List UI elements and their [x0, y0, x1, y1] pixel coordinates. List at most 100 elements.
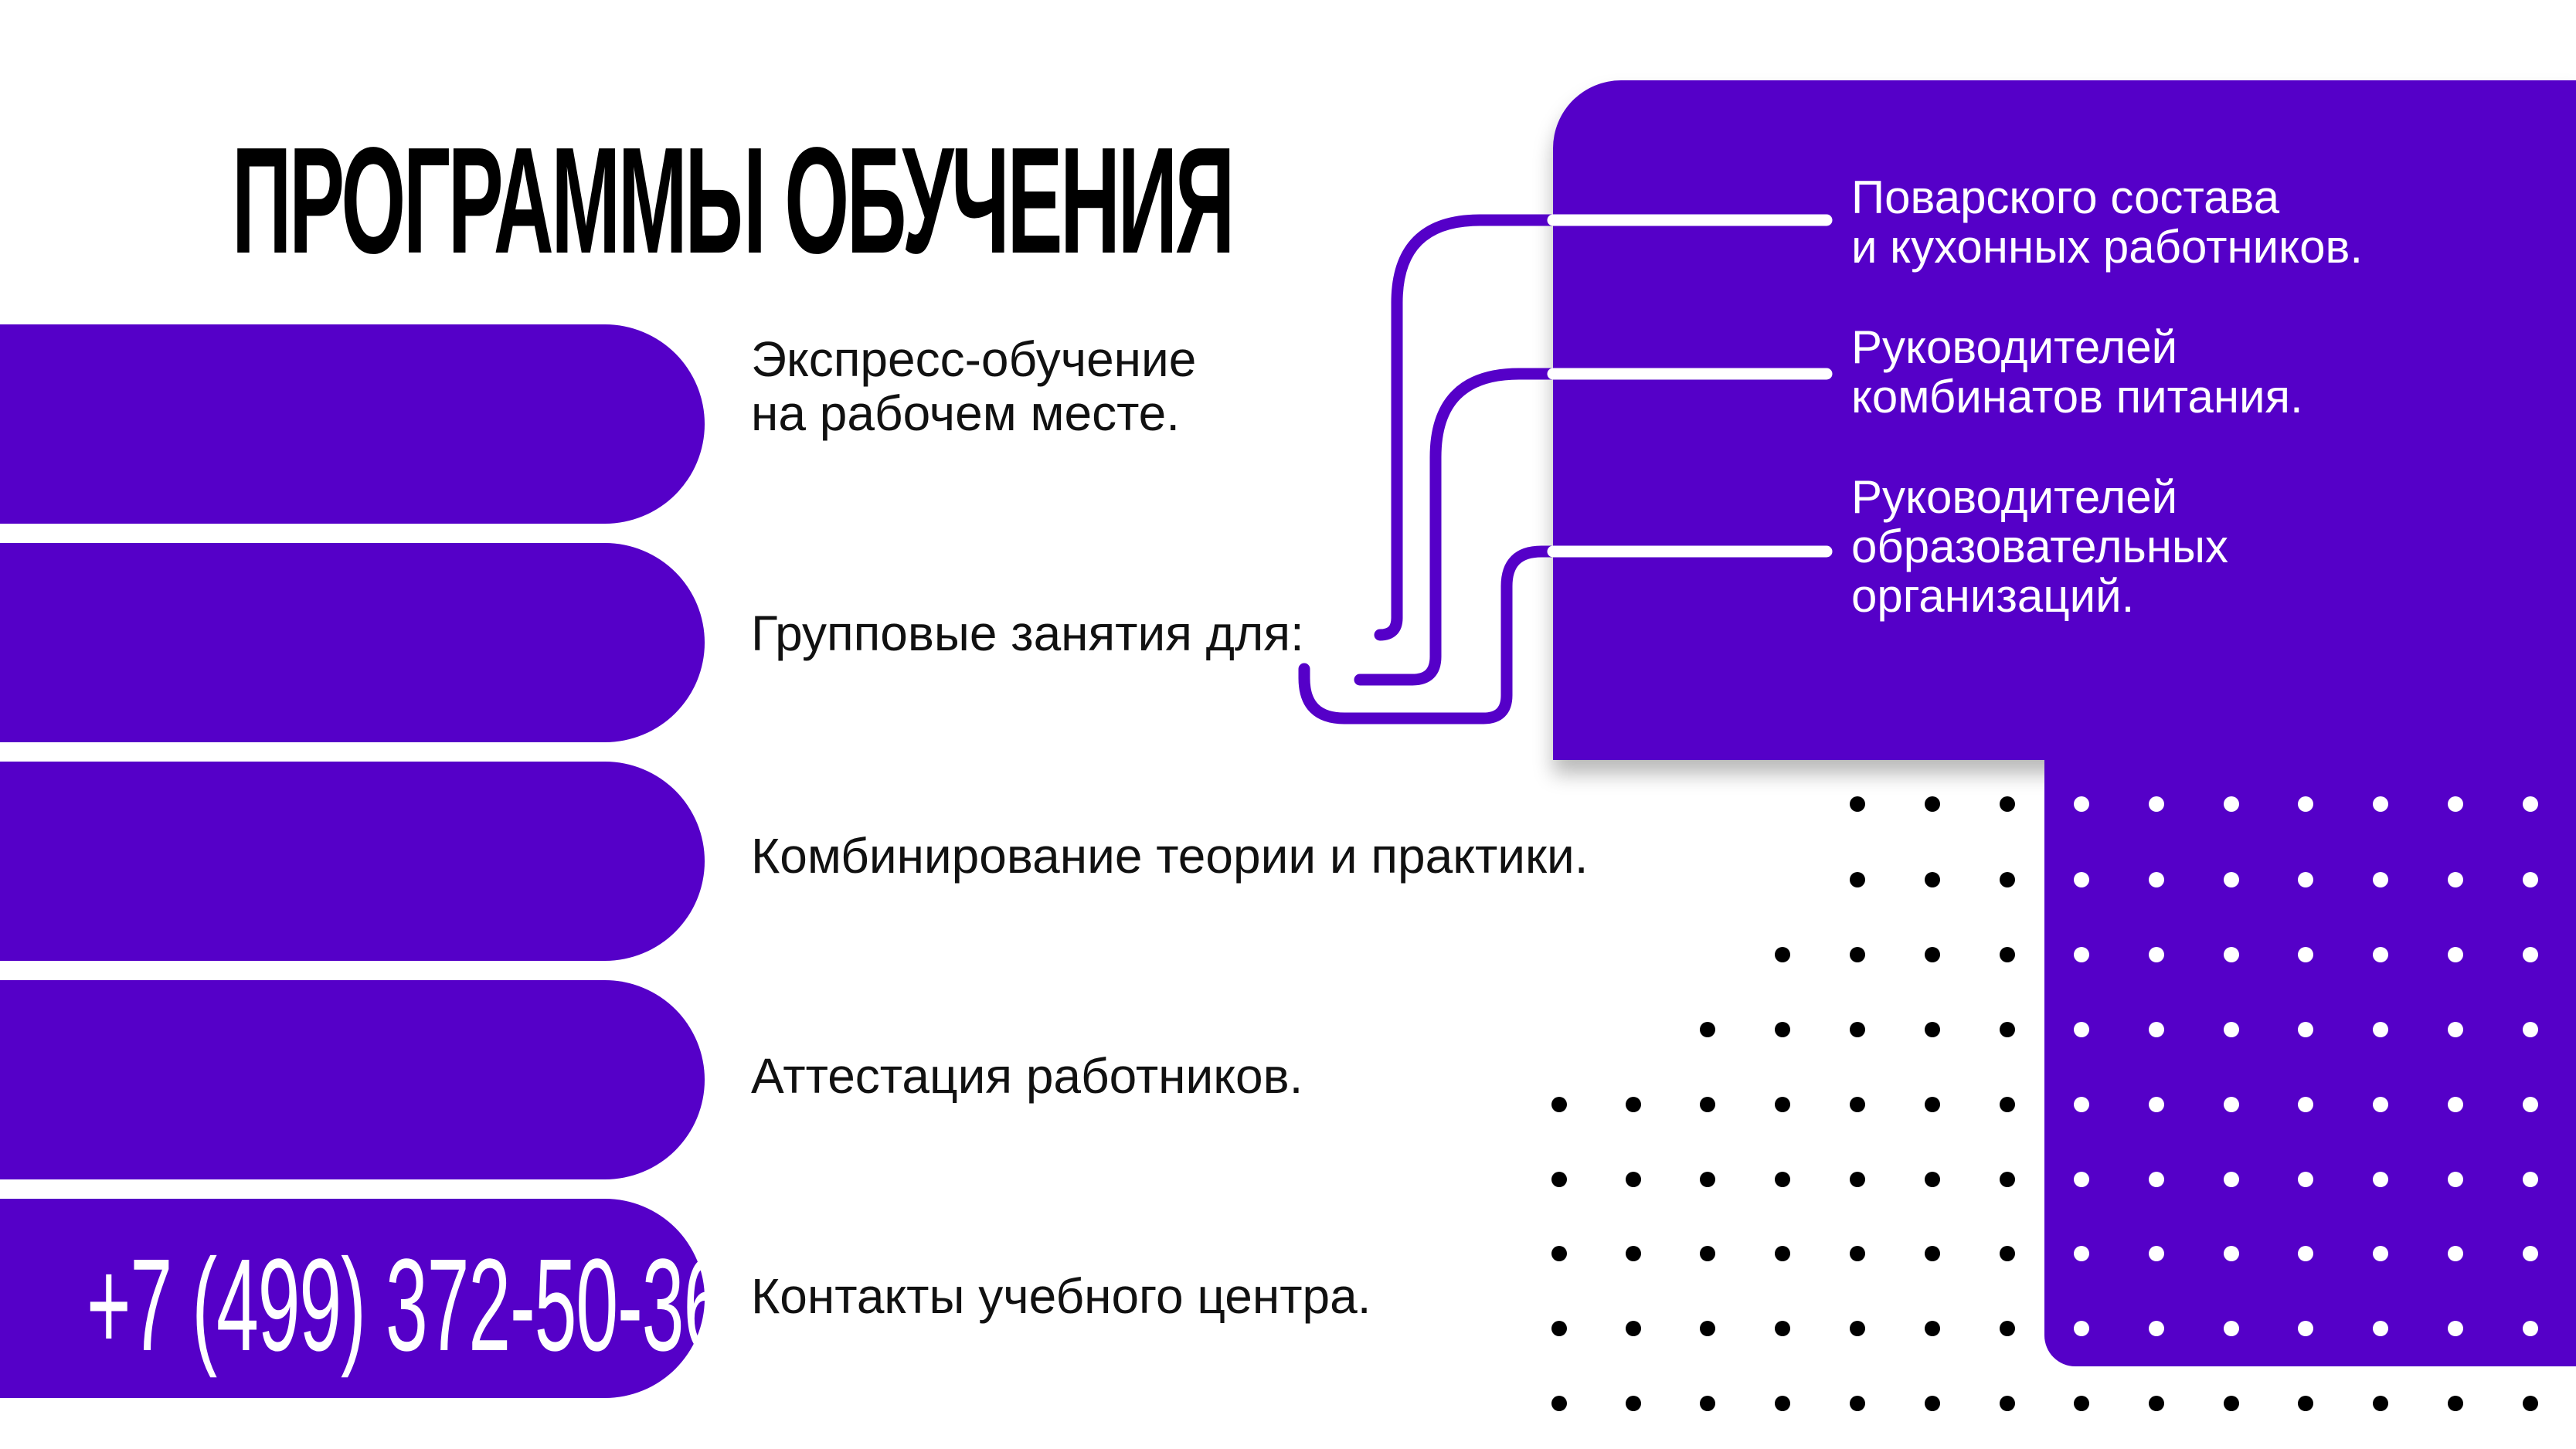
- group-card: [1553, 80, 2576, 760]
- item-group-label: Групповые занятия для:: [751, 606, 1304, 661]
- grid-dot: [2074, 1172, 2089, 1187]
- grid-dot: [1551, 1097, 1567, 1112]
- grid-dot: [2298, 1022, 2313, 1037]
- grid-dot: [2298, 796, 2313, 812]
- grid-dot: [1626, 1321, 1641, 1336]
- grid-dot: [1925, 1321, 1940, 1336]
- grid-dot: [2224, 947, 2239, 962]
- item-express-text: Экспресс-обучение на рабочем месте.: [751, 331, 1197, 441]
- grid-dot: [2448, 1246, 2463, 1261]
- dot-panel: [2044, 760, 2576, 1366]
- grid-dot: [2448, 1172, 2463, 1187]
- item-tab-group: [0, 543, 705, 742]
- grid-dot: [2149, 1396, 2164, 1411]
- grid-dot: [2149, 872, 2164, 887]
- grid-dot: [1700, 1321, 1715, 1336]
- grid-dot: [1551, 1396, 1567, 1411]
- grid-dot: [1925, 872, 1940, 887]
- grid-dot: [2448, 796, 2463, 812]
- grid-dot: [1700, 1246, 1715, 1261]
- grid-dot: [1925, 1172, 1940, 1187]
- grid-dot: [2074, 1321, 2089, 1336]
- grid-dot: [1775, 1246, 1790, 1261]
- item-tab-express: [0, 324, 705, 524]
- connector-1: [1374, 214, 1559, 641]
- grid-dot: [2523, 1097, 2538, 1112]
- grid-dot: [1925, 947, 1940, 962]
- grid-dot: [2373, 1321, 2388, 1336]
- item-contacts-label: Контакты учебного центра.: [751, 1268, 1371, 1324]
- grid-dot: [2298, 947, 2313, 962]
- grid-dot: [1700, 1022, 1715, 1037]
- grid-dot: [2224, 1396, 2239, 1411]
- phone-number[interactable]: +7 (499) 372-50-36: [87, 1232, 726, 1379]
- grid-dot: [1626, 1097, 1641, 1112]
- grid-dot: [1850, 1246, 1865, 1261]
- grid-dot: [1700, 1172, 1715, 1187]
- page-title: ПРОГРАММЫ ОБУЧЕНИЯ: [232, 116, 1235, 285]
- grid-dot: [2298, 1246, 2313, 1261]
- grid-dot: [2373, 1246, 2388, 1261]
- grid-dot: [2373, 1097, 2388, 1112]
- grid-dot: [2523, 1172, 2538, 1187]
- grid-dot: [1850, 1097, 1865, 1112]
- grid-dot: [2523, 1022, 2538, 1037]
- grid-dot: [2149, 1321, 2164, 1336]
- grid-dot: [2448, 1097, 2463, 1112]
- group-item-catering-heads: Руководителей комбинатов питания.: [1851, 323, 2303, 422]
- grid-dot: [2298, 1172, 2313, 1187]
- grid-dot: [2373, 1396, 2388, 1411]
- grid-dot: [2373, 872, 2388, 887]
- grid-dot: [2523, 796, 2538, 812]
- grid-dot: [2224, 796, 2239, 812]
- grid-dot: [1775, 1172, 1790, 1187]
- grid-dot: [2224, 1172, 2239, 1187]
- grid-dot: [1925, 1396, 1940, 1411]
- item-tab-attestation: [0, 980, 705, 1179]
- grid-dot: [2224, 1022, 2239, 1037]
- grid-dot: [2448, 1396, 2463, 1411]
- grid-dot: [1551, 1172, 1567, 1187]
- grid-dot: [1925, 1097, 1940, 1112]
- group-item-catering-text: Руководителей комбинатов питания.: [1851, 321, 2303, 422]
- item-attestation-label: Аттестация работников.: [751, 1048, 1303, 1104]
- grid-dot: [2448, 1022, 2463, 1037]
- grid-dot: [1551, 1321, 1567, 1336]
- grid-dot: [2000, 1097, 2015, 1112]
- grid-dot: [1775, 947, 1790, 962]
- grid-dot: [1551, 1246, 1567, 1261]
- grid-dot: [2373, 947, 2388, 962]
- grid-dot: [1850, 947, 1865, 962]
- grid-dot: [2000, 1396, 2015, 1411]
- grid-dot: [2448, 947, 2463, 962]
- grid-dot: [2149, 796, 2164, 812]
- grid-dot: [2074, 1246, 2089, 1261]
- grid-dot: [1925, 796, 1940, 812]
- grid-dot: [2298, 1321, 2313, 1336]
- grid-dot: [2523, 1396, 2538, 1411]
- grid-dot: [2224, 1246, 2239, 1261]
- grid-dot: [2000, 1321, 2015, 1336]
- connector-3: [1298, 545, 1559, 724]
- grid-dot: [2523, 1246, 2538, 1261]
- grid-dot: [1626, 1172, 1641, 1187]
- item-tab-contacts: [0, 1199, 705, 1398]
- grid-dot: [1925, 1246, 1940, 1261]
- grid-dot: [2074, 796, 2089, 812]
- connector-2: [1354, 368, 1559, 686]
- dot-grid: [1551, 796, 2538, 1411]
- group-item-education-text: Руководителей образовательных организаци…: [1851, 471, 2228, 622]
- grid-dot: [2074, 1396, 2089, 1411]
- item-tab-combined: [0, 762, 705, 961]
- grid-dot: [2523, 947, 2538, 962]
- grid-dot: [1775, 1022, 1790, 1037]
- grid-dot: [1775, 1321, 1790, 1336]
- grid-dot: [2298, 872, 2313, 887]
- grid-dot: [1925, 1022, 1940, 1037]
- grid-dot: [1775, 1097, 1790, 1112]
- grid-dot: [1626, 1246, 1641, 1261]
- grid-dot: [2149, 1022, 2164, 1037]
- grid-dot: [2298, 1097, 2313, 1112]
- grid-dot: [2149, 947, 2164, 962]
